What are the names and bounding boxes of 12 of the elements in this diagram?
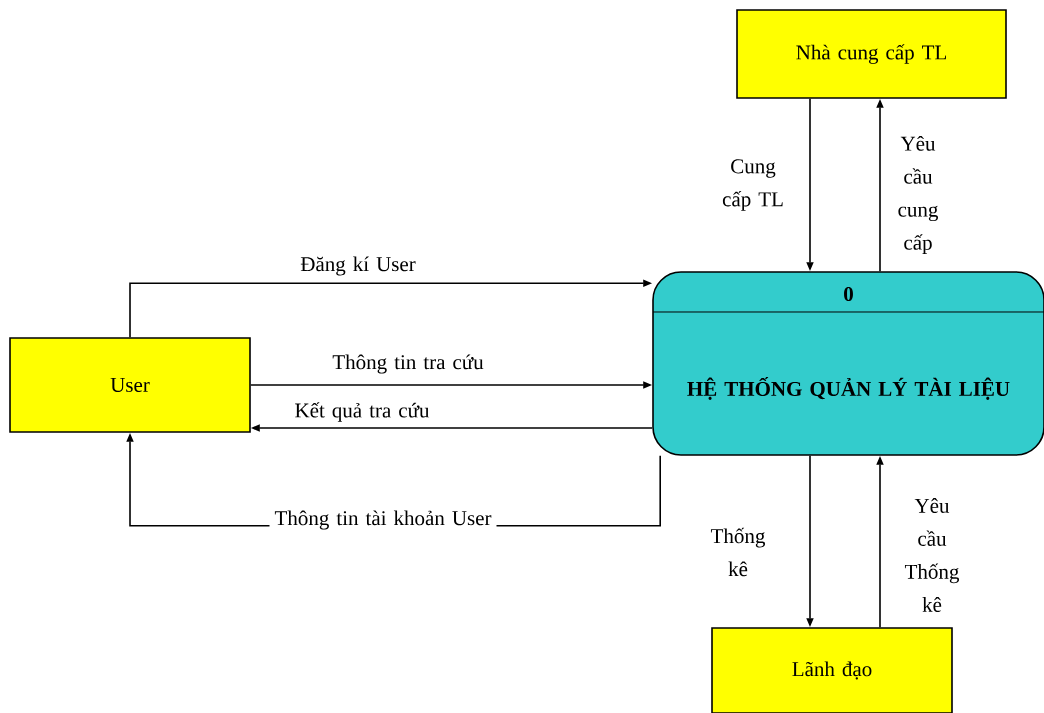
edge-label: Yêu cầu cung cấp xyxy=(898,135,938,255)
edge-label: Cung cấp TL xyxy=(722,159,783,211)
edge-label: Thống kê xyxy=(710,527,765,577)
edge-label: Đăng kí User xyxy=(300,256,416,276)
entity-box: Lãnh đạo xyxy=(711,627,953,713)
edge-label: Thông tin tài khoản User xyxy=(269,509,497,531)
process-box: 0 HỆ THỐNG QUẢN LÝ TÀI LIỆU xyxy=(652,271,1044,456)
edge-label: Kết quả tra cứu xyxy=(295,402,430,422)
edge-label: Yêu cầu Thống kê xyxy=(904,498,959,612)
edge-label: Thông tin tra cứu xyxy=(332,354,484,374)
entity-box: Nhà cung cấp TL xyxy=(736,9,1007,99)
entity-box: User xyxy=(9,337,251,433)
